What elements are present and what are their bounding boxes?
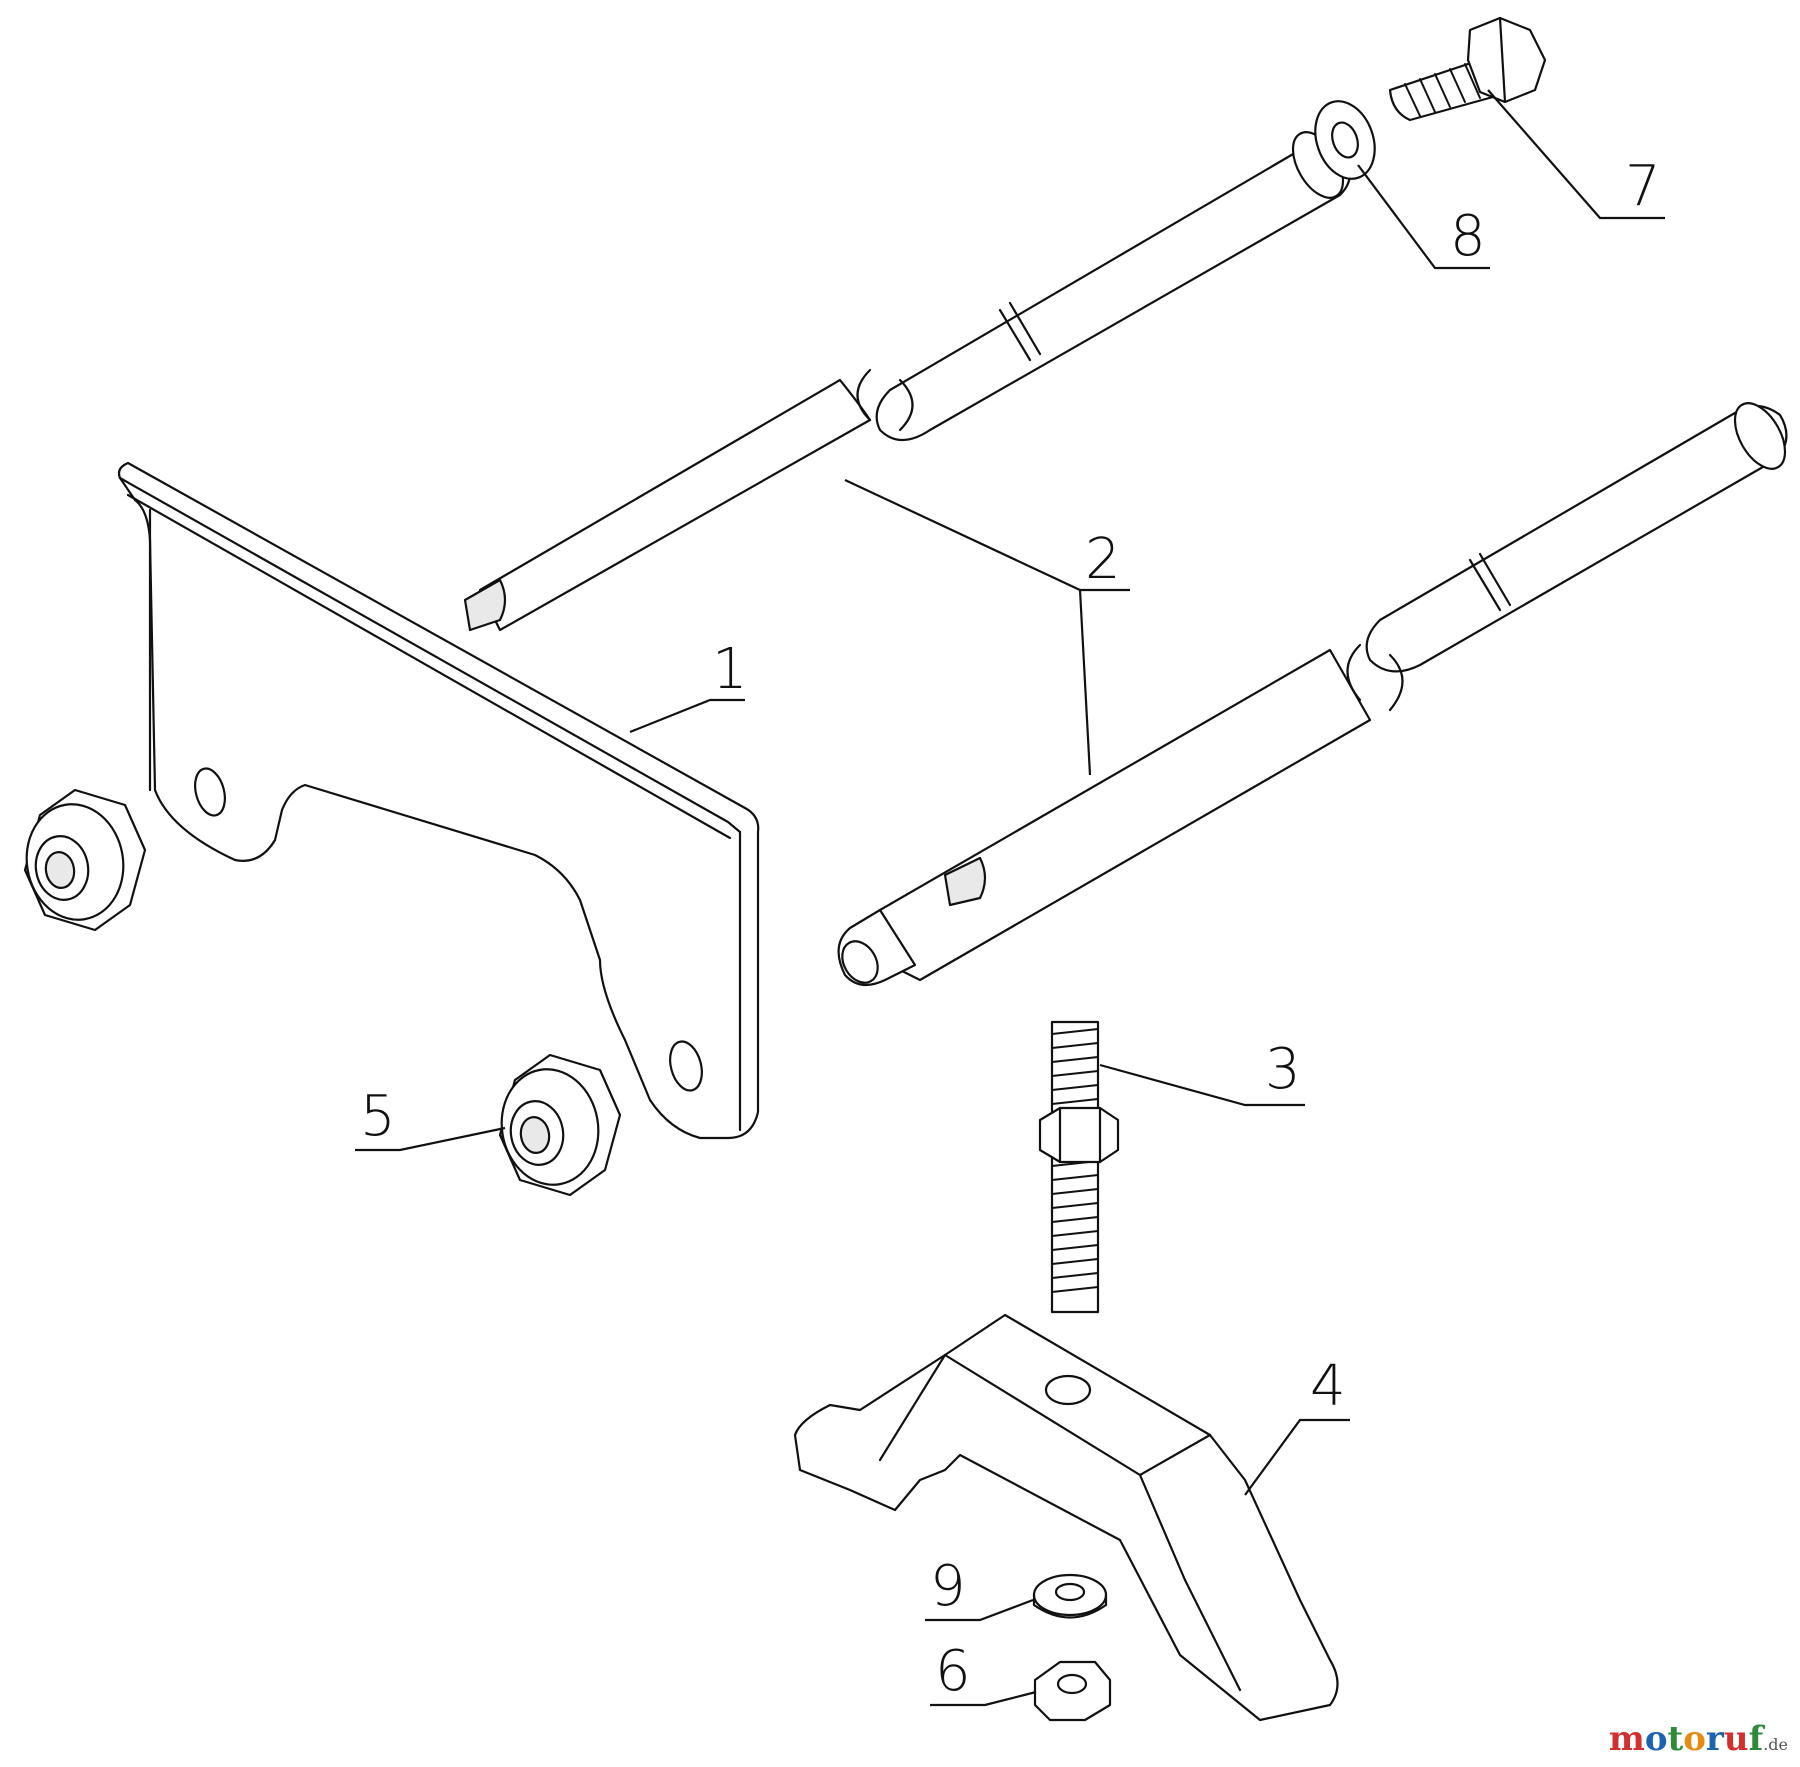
callout-3: 3 xyxy=(1265,1037,1301,1102)
leader-lines xyxy=(355,89,1665,1707)
washer-upper xyxy=(1314,100,1376,180)
lock-nut-right xyxy=(498,1053,622,1197)
mounting-bracket xyxy=(117,461,760,1140)
washer-lower xyxy=(1032,1573,1108,1619)
motoruf-watermark-logo: motoruf.de xyxy=(1608,1719,1788,1759)
callout-2: 2 xyxy=(1085,527,1121,592)
lock-nut-left xyxy=(23,788,147,932)
hex-nut xyxy=(1033,1660,1112,1722)
threaded-stud xyxy=(1038,1020,1120,1314)
callout-5: 5 xyxy=(360,1084,396,1149)
support-bracket xyxy=(793,1313,1339,1722)
callout-6: 6 xyxy=(935,1639,971,1704)
watermark-letter: o xyxy=(1644,1719,1668,1759)
shaft-upper xyxy=(463,131,1352,632)
callout-7: 7 xyxy=(1625,154,1661,219)
watermark-letter: r xyxy=(1705,1719,1724,1759)
watermark-letter: t xyxy=(1667,1719,1684,1759)
callout-9: 9 xyxy=(930,1554,966,1619)
callout-4: 4 xyxy=(1310,1354,1346,1419)
watermark-letter: o xyxy=(1683,1719,1706,1759)
shaft-lower xyxy=(837,402,1788,987)
watermark-letter: u xyxy=(1723,1719,1749,1759)
hex-bolt xyxy=(1388,16,1547,122)
watermark-letter: f xyxy=(1748,1719,1764,1759)
callout-1: 1 xyxy=(712,637,748,702)
callout-8: 8 xyxy=(1450,204,1486,269)
watermark-letter: m xyxy=(1608,1719,1645,1759)
